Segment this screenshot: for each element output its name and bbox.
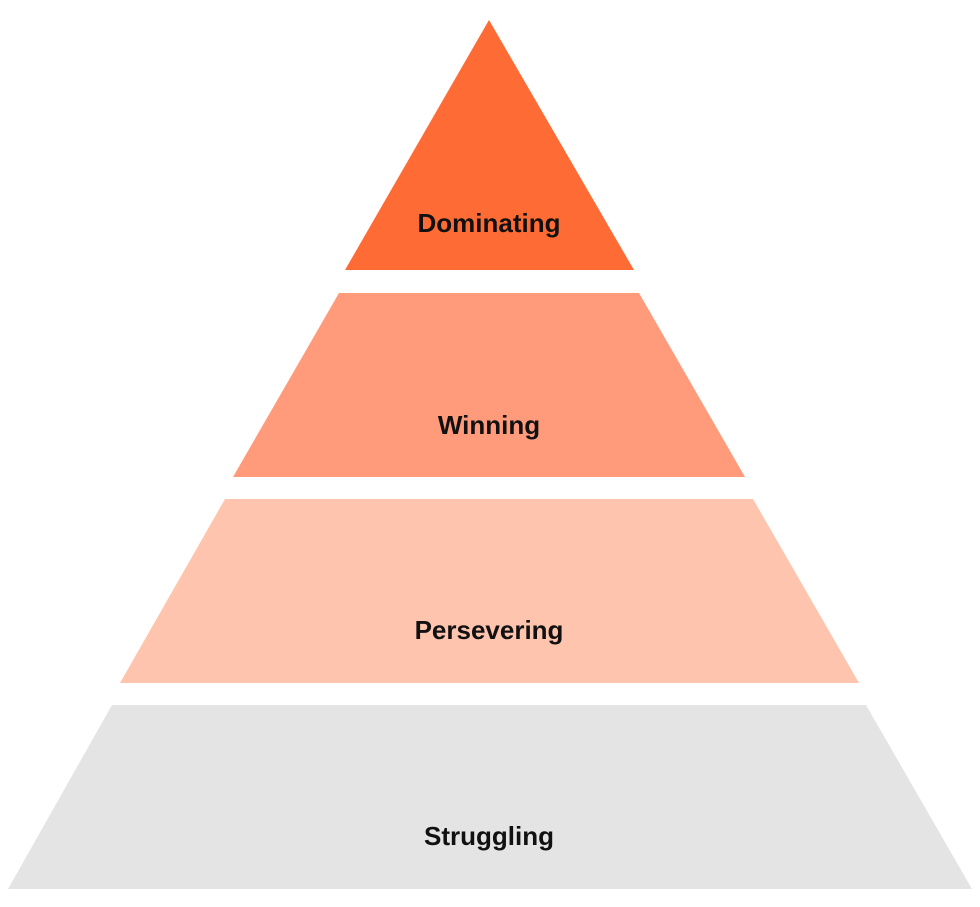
tier-dominating: Dominating — [345, 20, 634, 270]
tier-winning-shape — [233, 293, 745, 477]
tier-struggling: Struggling — [8, 705, 972, 889]
tier-persevering-label: Persevering — [415, 615, 564, 645]
tier-winning-label: Winning — [438, 410, 540, 440]
tier-winning: Winning — [233, 293, 745, 477]
tier-struggling-shape — [8, 705, 972, 889]
tier-dominating-shape — [345, 20, 634, 270]
tier-struggling-label: Struggling — [424, 821, 554, 851]
tier-dominating-label: Dominating — [418, 208, 561, 238]
tier-persevering: Persevering — [120, 499, 859, 683]
tier-persevering-shape — [120, 499, 859, 683]
